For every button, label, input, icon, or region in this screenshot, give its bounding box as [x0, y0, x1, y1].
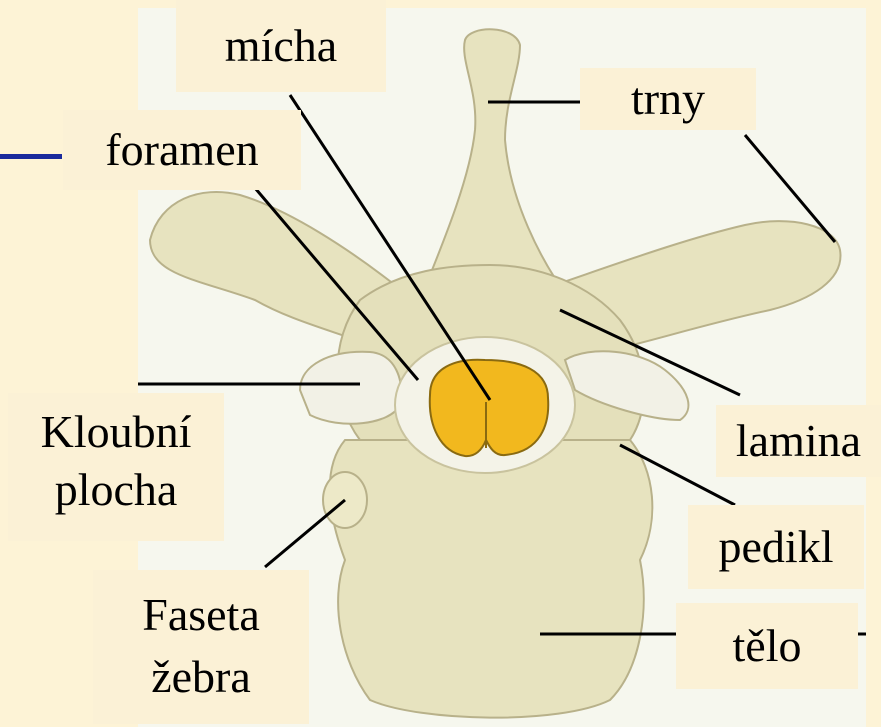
label-kloubni-plocha: Kloubní plocha — [8, 393, 224, 541]
left-articular-facet — [300, 352, 401, 424]
leader-line-faseta — [265, 500, 345, 567]
accent-bar — [0, 154, 62, 159]
label-lamina: lamina — [716, 405, 881, 477]
spinal-cord — [430, 360, 548, 456]
vertebral-body — [330, 440, 653, 718]
label-micha: mícha — [176, 0, 386, 92]
label-telo: tělo — [676, 603, 858, 689]
label-foramen: foramen — [63, 110, 301, 190]
label-pedikl: pedikl — [688, 505, 864, 589]
label-faseta-zebra: Faseta žebra — [93, 570, 309, 724]
spinous-process — [420, 29, 570, 300]
label-trny: trny — [580, 68, 756, 130]
